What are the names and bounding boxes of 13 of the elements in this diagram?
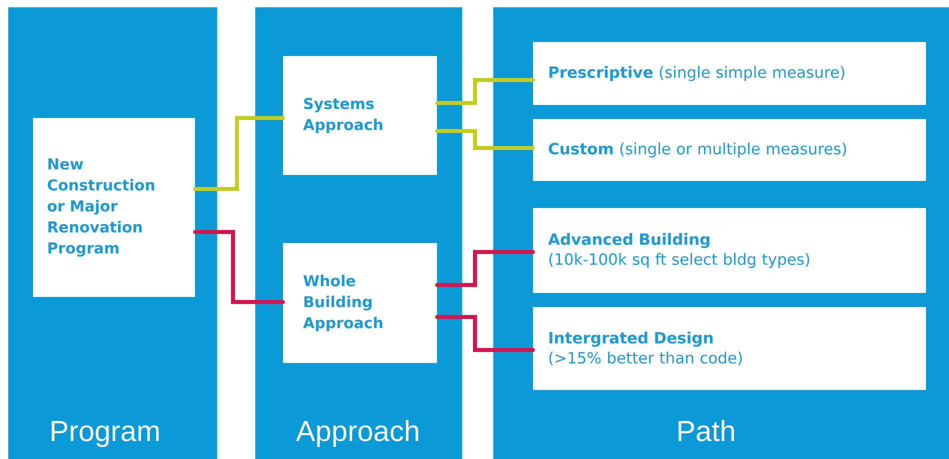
process-box: Systems Approach [283,56,437,175]
process-box: Whole Building Approach [283,243,437,363]
path-box: Custom (single or multiple measures) [533,119,926,181]
connector [435,315,535,352]
connector [435,250,535,287]
connector [193,116,285,191]
connector [435,78,535,105]
process-box: New Construction or Major Renovation Program [33,118,195,297]
connector [193,230,285,304]
connector [435,129,535,150]
path-box: Advanced Building (10k-100k sq ft select bldg types) [533,208,926,293]
path-box: Intergrated Design (>15% better than code) [533,307,926,390]
path-box: Prescriptive (single simple measure) [533,42,926,105]
